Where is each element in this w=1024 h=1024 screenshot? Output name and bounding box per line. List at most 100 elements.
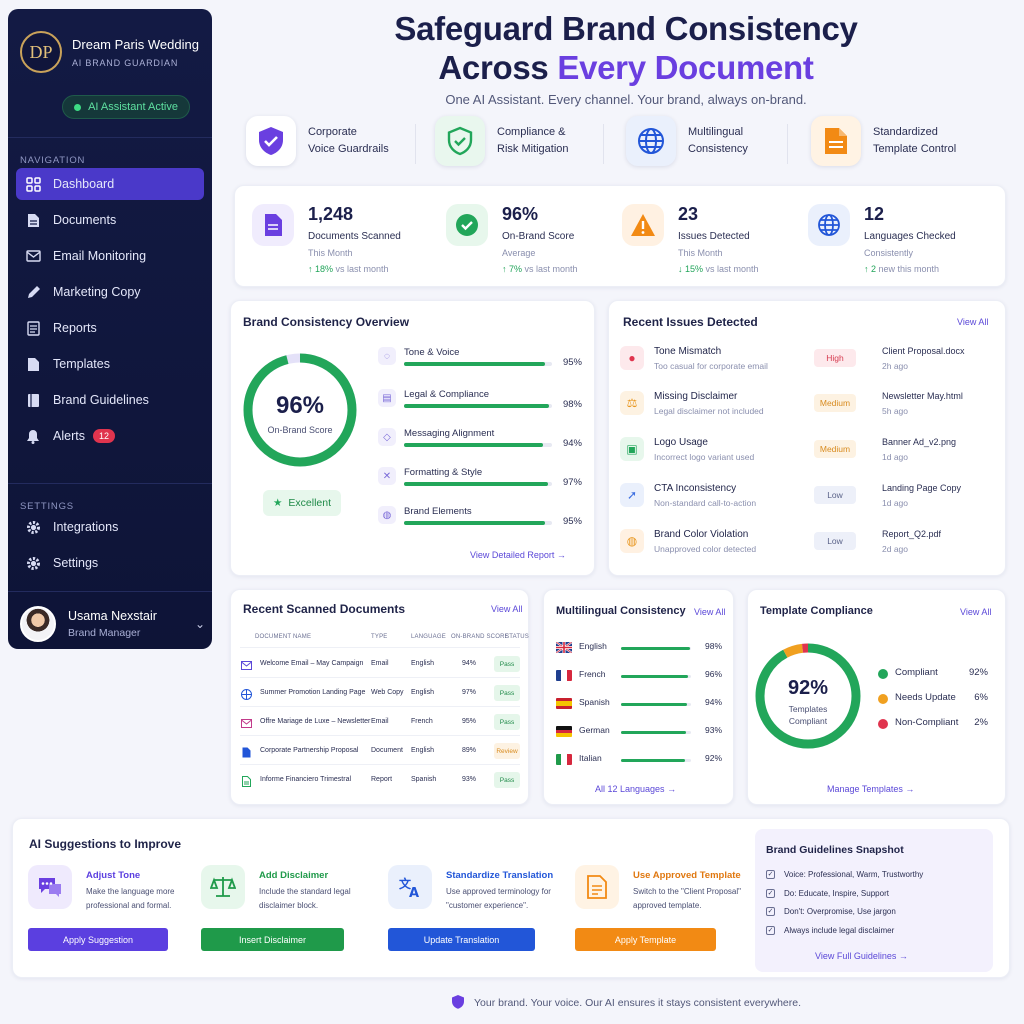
recent-issues-card xyxy=(608,300,1006,576)
status-badge: Pass xyxy=(494,656,520,672)
metric-name: Messaging Alignment xyxy=(404,428,495,439)
document-icon xyxy=(25,212,41,228)
multilingual-view-all-link[interactable]: View All xyxy=(694,607,726,617)
sidebar-item-label: Documents xyxy=(53,213,117,227)
ring-progress xyxy=(243,353,357,467)
sidebar-item-label: Reports xyxy=(53,321,97,335)
table-row[interactable]: Offre Mariage de Luxe – Newsletter Email… xyxy=(240,714,524,734)
legend-value: 92% xyxy=(968,667,988,678)
table-row[interactable]: Corporate Partnership Proposal Document … xyxy=(240,743,524,763)
stat-period: Consistently xyxy=(864,248,914,258)
sidebar-item-label: Marketing Copy xyxy=(53,285,141,299)
sidebar-item-label: Templates xyxy=(53,357,110,371)
all-languages-link[interactable]: All 12 Languages → xyxy=(595,784,676,794)
chevron-down-icon[interactable]: ⌄ xyxy=(194,617,205,631)
language-name: French xyxy=(579,669,606,679)
sidebar-item-marketing-copy[interactable]: Marketing Copy xyxy=(16,276,204,308)
user-profile[interactable]: Usama Nexstair Brand Manager ⌄ xyxy=(20,606,205,642)
update-translation-button[interactable]: Update Translation xyxy=(388,928,535,951)
suggestion-adjust-tone: Adjust Tone Make the language more profe… xyxy=(28,865,203,955)
sidebar-item-label: Settings xyxy=(53,556,99,570)
table-row[interactable]: Summer Promotion Landing Page Web Copy E… xyxy=(240,685,524,705)
table-row[interactable]: Informe Financiero Trimestral Report Spa… xyxy=(240,772,524,792)
issue-desc: Unapproved color detected xyxy=(654,544,757,554)
brand-consistency-overview-card xyxy=(230,300,595,576)
language-fill xyxy=(621,675,689,678)
documents-view-all-link[interactable]: View All xyxy=(491,604,523,614)
language-bar xyxy=(621,675,691,678)
templates-view-all-link[interactable]: View All xyxy=(960,607,992,617)
rating-badge: ★Excellent xyxy=(263,490,341,516)
arrow-right-icon: → xyxy=(898,951,908,961)
issue-row[interactable]: ➚ CTA Inconsistency Non-standard call-to… xyxy=(620,483,995,523)
doc-type: Web Copy xyxy=(371,689,404,696)
view-full-guidelines-link[interactable]: View Full Guidelines → xyxy=(815,951,908,961)
divider xyxy=(240,706,520,707)
sidebar-item-label: Email Monitoring xyxy=(53,249,147,263)
legend-non-compliant: Non-Compliant 2% xyxy=(878,717,990,731)
stat-label: Languages Checked xyxy=(864,231,956,242)
issue-row[interactable]: ▣ Logo Usage Incorrect logo variant used… xyxy=(620,437,995,477)
table-row[interactable]: Welcome Email – May Campaign Email Engli… xyxy=(240,656,524,676)
sidebar-item-integrations[interactable]: Integrations xyxy=(16,511,204,543)
issue-time: 2h ago xyxy=(882,361,908,371)
issue-row[interactable]: ● Tone Mismatch Too casual for corporate… xyxy=(620,346,995,386)
brand[interactable]: DP Dream Paris Wedding AI BRAND GUARDIAN xyxy=(20,31,199,73)
apply-template-button[interactable]: Apply Template xyxy=(575,928,716,951)
divider xyxy=(8,137,212,138)
sidebar-item-label: Alerts xyxy=(53,429,85,443)
apply-suggestion-button[interactable]: Apply Suggestion xyxy=(28,928,168,951)
sidebar-item-alerts[interactable]: Alerts 12 xyxy=(16,420,204,452)
column-header: STATUS xyxy=(505,634,529,640)
sidebar-item-documents[interactable]: Documents xyxy=(16,204,204,236)
guideline-item: ✓Always include legal disclaimer xyxy=(766,923,986,937)
doc-name: Corporate Partnership Proposal xyxy=(260,747,359,754)
guideline-item: ✓Don't: Overpromise, Use jargon xyxy=(766,904,986,918)
user-role: Brand Manager xyxy=(68,627,141,639)
brand-logo: DP xyxy=(20,31,62,73)
sidebar-item-reports[interactable]: Reports xyxy=(16,312,204,344)
suggestions-title: AI Suggestions to Improve xyxy=(29,837,182,851)
doc-language: English xyxy=(411,689,434,696)
feature-label: Consistency xyxy=(688,143,748,155)
doc-name: Welcome Email – May Campaign xyxy=(260,660,364,667)
cursor-icon: ➚ xyxy=(620,483,644,507)
issue-file: Client Proposal.docx xyxy=(882,346,965,356)
language-row-german: German 93% xyxy=(556,725,726,741)
sidebar-item-templates[interactable]: Templates xyxy=(16,348,204,380)
view-detailed-report-link[interactable]: View Detailed Report → xyxy=(470,550,566,560)
language-row-english: English 98% xyxy=(556,641,726,657)
issue-row[interactable]: ⚖ Missing Disclaimer Legal disclaimer no… xyxy=(620,391,995,431)
feature-label: Multilingual xyxy=(688,126,744,138)
manage-templates-link[interactable]: Manage Templates → xyxy=(827,784,914,794)
sidebar-item-settings[interactable]: Settings xyxy=(16,547,204,579)
doc-name: Offre Mariage de Luxe – Newsletter xyxy=(260,718,371,725)
sidebar-item-brand-guidelines[interactable]: Brand Guidelines xyxy=(16,384,204,416)
legend-dot xyxy=(878,719,888,729)
divider xyxy=(8,591,212,592)
sidebar-item-email-monitoring[interactable]: Email Monitoring xyxy=(16,240,204,272)
bell-icon xyxy=(25,428,41,444)
sidebar-item-label: Integrations xyxy=(53,520,119,534)
france-flag-icon xyxy=(556,670,572,681)
feature-label: Voice Guardrails xyxy=(308,143,389,155)
insert-disclaimer-button[interactable]: Insert Disclaimer xyxy=(201,928,344,951)
tools-icon: ✕ xyxy=(378,467,396,485)
brand-subtitle: AI BRAND GUARDIAN xyxy=(72,57,179,68)
arrow-right-icon: → xyxy=(905,784,915,794)
metric-value: 98% xyxy=(562,399,582,410)
sidebar-item-label: Brand Guidelines xyxy=(53,393,149,407)
sidebar-item-dashboard[interactable]: Dashboard xyxy=(16,168,204,200)
uk-flag-icon xyxy=(556,642,572,653)
issue-row[interactable]: ◍ Brand Color Violation Unapproved color… xyxy=(620,529,995,569)
issues-view-all-link[interactable]: View All xyxy=(957,317,989,327)
metric-value: 95% xyxy=(562,357,582,368)
pen-icon xyxy=(25,284,41,300)
metric-bar xyxy=(404,521,552,525)
metric-fill xyxy=(404,362,545,366)
doc-name: Informe Financiero Trimestral xyxy=(260,776,352,783)
shield-check-icon xyxy=(435,116,485,166)
